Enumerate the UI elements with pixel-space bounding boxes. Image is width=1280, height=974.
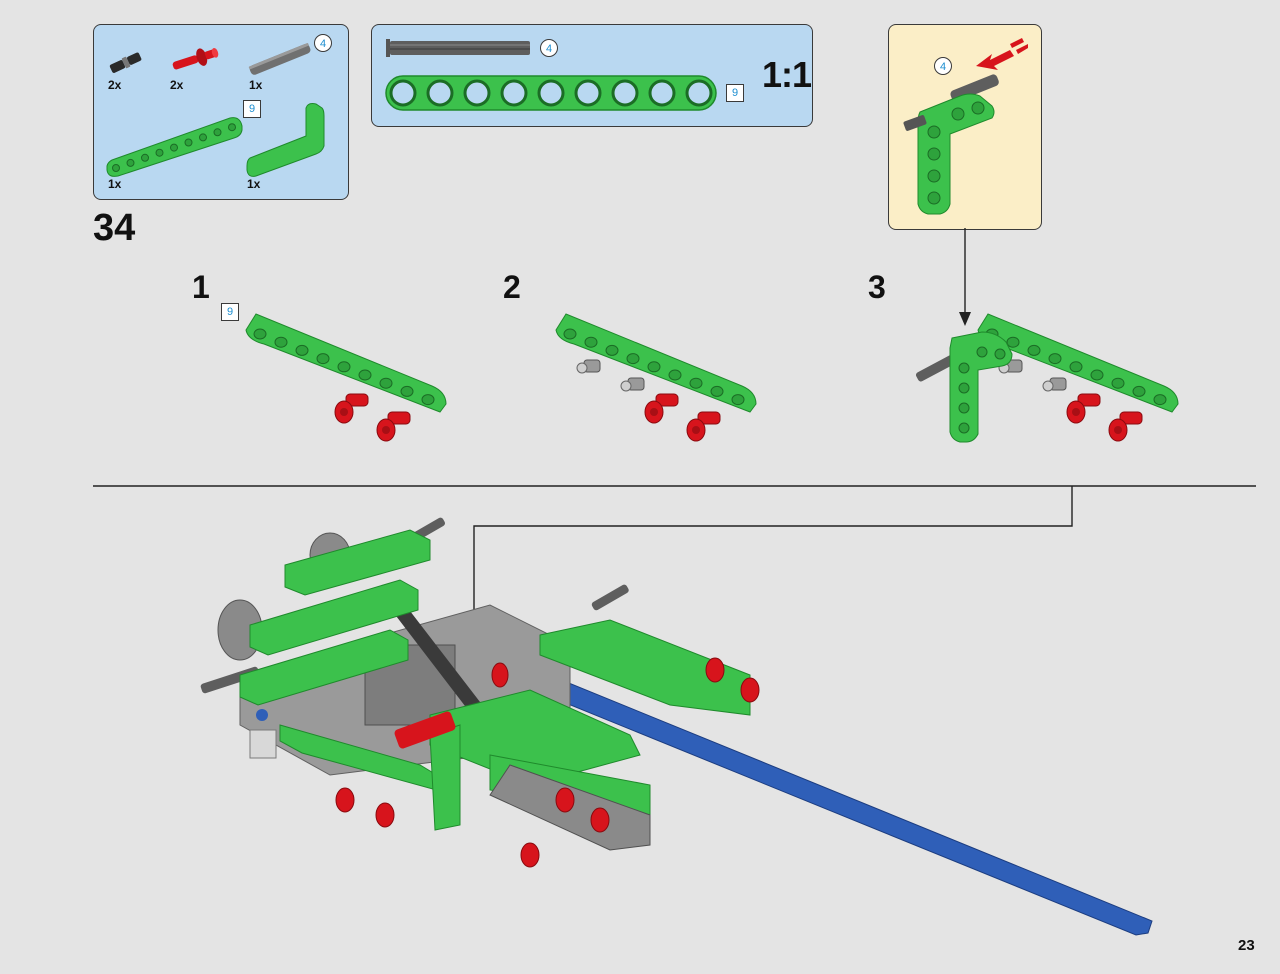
scale-axle-badge: 4 xyxy=(540,39,558,57)
sub-assembly-axle-badge: 4 xyxy=(934,57,952,75)
scale-beam-image xyxy=(385,75,717,111)
scale-beam-hole xyxy=(685,79,713,107)
parts-qty-red-pin: 2x xyxy=(170,78,184,92)
sub-step-2-label: 2 xyxy=(503,269,521,305)
axle-length-badge: 4 xyxy=(314,34,332,52)
scale-beam-hole xyxy=(500,79,528,107)
green-beam-image xyxy=(106,117,243,177)
scale-axle-image xyxy=(386,39,530,57)
parts-qty-connector-pin: 2x xyxy=(108,78,122,92)
red-insert-arrow xyxy=(976,38,1028,70)
main-assembly-image xyxy=(200,517,1153,936)
sub-step-1-label: 1 xyxy=(192,269,210,305)
sub-step-1-beam-badge: 9 xyxy=(221,303,239,321)
green-angle-beam-image xyxy=(246,103,325,177)
scale-beam-hole xyxy=(537,79,565,107)
scale-beam-hole xyxy=(574,79,602,107)
sub-step-3-image xyxy=(915,313,1179,443)
sub-step-2-image xyxy=(555,313,757,442)
parts-qty-green-beam: 1x xyxy=(108,177,122,191)
sub-step-3-label: 3 xyxy=(868,269,886,305)
scale-beam-hole xyxy=(648,79,676,107)
step-number: 34 xyxy=(93,207,136,249)
scale-beam-hole xyxy=(389,79,417,107)
parts-qty-green-angle-beam: 1x xyxy=(247,177,261,191)
beam-length-badge: 9 xyxy=(243,100,261,118)
sub-step-1-image xyxy=(245,313,447,442)
scale-label: 1:1 xyxy=(762,54,812,95)
sub-assembly-image xyxy=(903,74,999,215)
grey-axle-image xyxy=(248,43,311,75)
scale-beam-hole xyxy=(611,79,639,107)
red-pin-image xyxy=(172,47,219,70)
connector-pin-image xyxy=(109,52,142,73)
parts-qty-grey-axle: 1x xyxy=(249,78,263,92)
callout-arrow xyxy=(959,228,971,326)
scale-beam-hole xyxy=(463,79,491,107)
scale-beam-hole xyxy=(426,79,454,107)
scale-beam-badge: 9 xyxy=(726,84,744,102)
page-number: 23 xyxy=(1238,937,1255,954)
